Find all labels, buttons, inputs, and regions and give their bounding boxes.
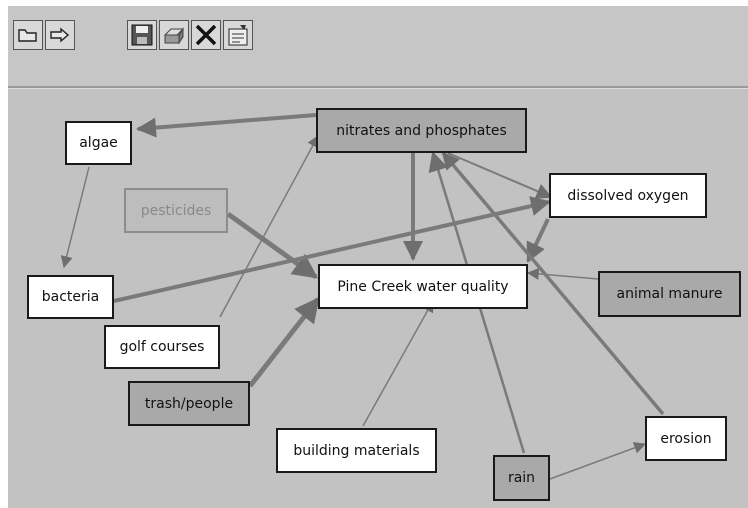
forward-arrow-icon (50, 27, 70, 43)
node-label: rain (507, 470, 536, 486)
node-label: dissolved oxygen (567, 187, 689, 204)
edge-nitrates-to-algae[interactable] (136, 113, 317, 138)
node-label: nitrates and phosphates (336, 122, 507, 139)
node-algae[interactable]: algae (65, 121, 132, 165)
open-folder-icon (18, 29, 37, 42)
node-trash-people[interactable]: trash/people (128, 381, 250, 426)
save-disk-icon (131, 24, 153, 46)
properties-button[interactable] (223, 20, 253, 50)
node-dissolved-oxygen[interactable]: dissolved oxygen (549, 173, 707, 218)
edge-nitrates-to-dissolved-oxygen[interactable] (447, 152, 553, 199)
properties-icon (228, 25, 248, 46)
edge-algae-to-bacteria[interactable] (60, 166, 90, 269)
forward-button[interactable] (45, 20, 75, 50)
node-label: bacteria (41, 289, 100, 305)
node-label: pesticides (140, 202, 212, 219)
node-golf-courses[interactable]: golf courses (104, 325, 220, 369)
node-label: animal manure (616, 286, 723, 302)
toolbar (8, 6, 748, 86)
delete-button[interactable] (191, 20, 221, 50)
edge-erosion-to-nitrates[interactable] (441, 151, 665, 416)
delete-x-icon (195, 24, 217, 46)
node-label: algae (79, 135, 118, 151)
print-button[interactable] (159, 20, 189, 50)
edge-bacteria-to-dissolved-oxygen[interactable] (113, 196, 551, 303)
edge-pesticides-to-water-quality[interactable] (226, 211, 319, 280)
node-rain[interactable]: rain (493, 455, 550, 501)
edges-layer (60, 113, 665, 480)
node-label: Pine Creek water quality (337, 278, 509, 295)
edge-dissolved-oxygen-to-water-quality[interactable] (526, 218, 550, 263)
node-erosion[interactable]: erosion (645, 416, 727, 461)
edge-trash-to-water-quality[interactable] (248, 297, 320, 388)
edge-building-materials-to-water-quality[interactable] (362, 299, 434, 427)
node-bacteria[interactable]: bacteria (27, 275, 114, 319)
save-button[interactable] (127, 20, 157, 50)
edge-golf-courses-to-nitrates[interactable] (219, 134, 319, 318)
concept-map-canvas[interactable]: algae nitrates and phosphates pesticides… (8, 89, 748, 508)
node-label: building materials (293, 442, 420, 459)
app-window: algae nitrates and phosphates pesticides… (8, 6, 748, 508)
edge-animal-manure-to-water-quality[interactable] (526, 267, 599, 280)
node-label: erosion (660, 430, 712, 447)
node-pine-creek-water-quality[interactable]: Pine Creek water quality (318, 264, 528, 309)
node-building-materials[interactable]: building materials (276, 428, 437, 473)
printer-icon (163, 27, 185, 45)
node-pesticides[interactable]: pesticides (124, 188, 228, 233)
toolbar-divider (8, 86, 748, 89)
open-folder-button[interactable] (13, 20, 43, 50)
node-nitrates-and-phosphates[interactable]: nitrates and phosphates (316, 108, 527, 153)
edge-rain-to-erosion[interactable] (549, 442, 647, 480)
node-label: golf courses (119, 339, 205, 355)
node-label: trash/people (144, 395, 234, 412)
node-animal-manure[interactable]: animal manure (598, 271, 741, 317)
